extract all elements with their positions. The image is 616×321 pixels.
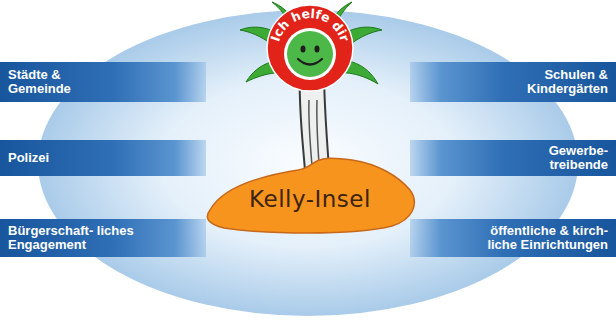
smiley-face (287, 31, 333, 77)
category-band: öffentliche & kirch- liche Einrichtungen (410, 219, 616, 257)
band-label: Schulen & Kindergärten (504, 68, 608, 96)
sign-label: Ich helfe dir (267, 6, 352, 44)
smiley-eye (315, 46, 320, 53)
island-shape: Kelly-Insel (202, 146, 418, 236)
island-label: Kelly-Insel (202, 186, 418, 212)
band-label: Bürgerschaft- liches Engagement (8, 224, 136, 252)
category-band: Gewerbe- treibende (410, 140, 616, 176)
category-band: Städte & Gemeinde (0, 62, 206, 102)
category-band: Schulen & Kindergärten (410, 62, 616, 102)
sign-ring (267, 5, 353, 91)
smiley-eye (301, 46, 306, 53)
band-label: öffentliche & kirch- liche Einrichtungen (458, 224, 608, 252)
sign-label-path: Ich helfe dir (267, 6, 352, 44)
palm-leaves (240, 2, 382, 84)
smiley-sign: Ich helfe dir (266, 4, 354, 92)
band-label: Städte & Gemeinde (8, 68, 118, 96)
category-band: Polizei (0, 140, 206, 176)
sign-inner-ring (284, 28, 336, 80)
sign-graphic: Ich helfe dir (266, 4, 354, 92)
band-label: Polizei (8, 151, 118, 165)
band-label: Gewerbe- treibende (528, 144, 608, 172)
smiley-mouth (298, 59, 322, 65)
category-band: Bürgerschaft- liches Engagement (0, 219, 206, 257)
